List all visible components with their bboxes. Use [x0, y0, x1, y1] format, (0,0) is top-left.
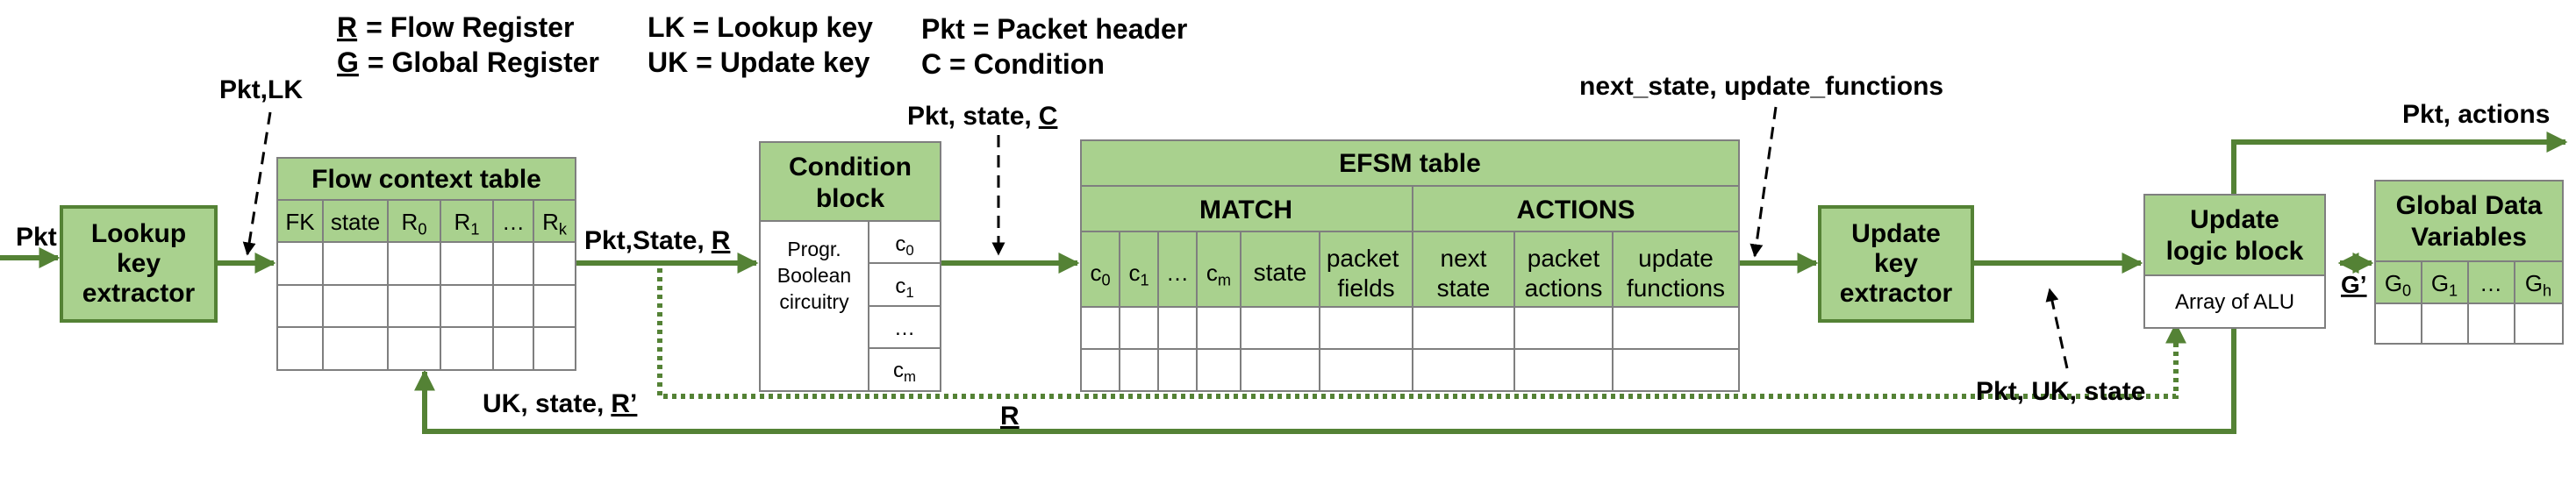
- flow-col-r0: R0: [402, 209, 427, 238]
- global-title1: Global Data: [2396, 191, 2543, 220]
- efsm-col-c0: c0: [1090, 260, 1110, 288]
- condition-cell-c0: c0: [895, 232, 913, 259]
- legend-r-text: = Flow Register: [366, 11, 574, 43]
- callout-pkt-lk: [242, 111, 272, 256]
- update-key-line1: Update: [1851, 219, 1941, 248]
- label-pkt-state-c: Pkt, state,: [907, 102, 1032, 131]
- condition-body2: Boolean: [777, 264, 851, 287]
- label-pkt-in: Pkt: [16, 223, 57, 252]
- condition-title2: block: [816, 184, 885, 213]
- condition-body3: circuitry: [779, 290, 849, 313]
- callouts: [242, 106, 2069, 369]
- legend-g-text: = Global Register: [368, 46, 599, 78]
- flow-context-table: Flow context table FK state R0 R1 … Rk: [276, 157, 576, 371]
- legend-c: C = Condition: [921, 48, 1105, 80]
- global-col-g1: G1: [2431, 270, 2458, 299]
- callout-next-state: [1750, 106, 1778, 258]
- condition-body1: Progr.: [787, 238, 841, 260]
- dotted-r-line: [657, 268, 2186, 399]
- flow-col-state: state: [331, 209, 380, 235]
- global-col-g0: G0: [2385, 270, 2411, 299]
- update-key-line2: key: [1874, 249, 1918, 278]
- update-logic-title1: Update: [2190, 205, 2279, 234]
- svg-text:packet fields: packet fields: [1327, 245, 1406, 302]
- lookup-line3: extractor: [82, 279, 196, 308]
- update-key-line3: extractor: [1840, 279, 1953, 308]
- update-key-extractor: Update key extractor: [1818, 205, 1974, 323]
- svg-text:Pkt, state,C: Pkt, state,C: [907, 102, 1057, 131]
- svg-text:UK, state,R’: UK, state,R’: [483, 389, 637, 418]
- label-pkt-state-r-underline: R: [712, 226, 731, 255]
- flow-col-fk: FK: [285, 209, 315, 235]
- label-uk-state-r: UK, state,: [483, 389, 604, 418]
- global-data-variables: Global Data Variables G0 G1 … Gh: [2374, 180, 2564, 345]
- callout-pkt-uk-state: [2045, 288, 2069, 369]
- flow-col-ellipsis: …: [502, 209, 525, 235]
- legend-g-symbol: G: [337, 46, 359, 78]
- efsm-col-ellipsis: …: [1166, 260, 1189, 286]
- arrow-feedback-uk-state: [414, 317, 2236, 434]
- label-pkt-actions: Pkt, actions: [2402, 100, 2550, 129]
- global-col-gh: Gh: [2525, 270, 2551, 299]
- legend-lk: LK = Lookup key: [648, 11, 873, 43]
- label-pkt-state-r: Pkt,State,: [584, 226, 705, 255]
- label-pkt-uk-state: Pkt, UK, state: [1976, 377, 2145, 406]
- efsm-table: EFSM table MATCH ACTIONS c0 c1 … cm stat…: [1080, 139, 1740, 392]
- condition-cell-cm: cm: [893, 359, 916, 385]
- legend: R = Flow Register G = Global Register LK =…: [337, 11, 1187, 80]
- legend-pkt: Pkt = Packet header: [921, 13, 1187, 45]
- label-pkt-state-c-underline: C: [1039, 102, 1058, 131]
- label-r-bottom: R: [1000, 402, 1020, 431]
- efsm-actions: ACTIONS: [1517, 196, 1635, 224]
- efsm-col-state: state: [1254, 259, 1307, 286]
- condition-cell-ellipsis: …: [894, 317, 915, 340]
- svg-text:G= Global Register: G = Global Register: [337, 46, 599, 78]
- global-title2: Variables: [2411, 223, 2527, 252]
- condition-cell-c1: c1: [895, 274, 913, 301]
- lookup-key-extractor: Lookup key extractor: [60, 205, 218, 323]
- global-col-ellipsis: …: [2479, 270, 2502, 296]
- flow-arrows: [0, 132, 2568, 434]
- svg-text:Pkt,State,R: Pkt,State,R: [584, 226, 731, 255]
- label-pkt-lk: Pkt,LK: [219, 75, 303, 104]
- legend-uk: UK = Update key: [648, 46, 870, 78]
- label-uk-state-r-prime: R’: [611, 389, 637, 418]
- update-logic-body: Array of ALU: [2175, 290, 2294, 314]
- condition-title1: Condition: [789, 153, 912, 182]
- update-logic-title2: logic block: [2166, 237, 2304, 266]
- efsm-col-cm: cm: [1206, 260, 1231, 288]
- lookup-line1: Lookup: [91, 219, 186, 248]
- legend-r-symbol: R: [337, 11, 357, 43]
- efsm-col-c1: c1: [1128, 260, 1148, 288]
- efsm-title: EFSM table: [1339, 149, 1481, 178]
- flow-col-r1: R1: [454, 209, 480, 238]
- lookup-line2: key: [117, 249, 161, 278]
- flow-table-title: Flow context table: [311, 165, 541, 194]
- arrow-pkt-actions-out: [2231, 132, 2568, 195]
- flow-col-rk: Rk: [542, 209, 568, 238]
- condition-block: Condition block Progr. Boolean circuitry…: [759, 141, 941, 392]
- label-next-state-update: next_state, update_functions: [1579, 72, 1943, 101]
- efsm-col-packet-fields: packet: [1327, 245, 1399, 272]
- update-logic-block: Update logic block Array of ALU: [2143, 194, 2326, 329]
- svg-text:R= Flow Register: R = Flow Register: [337, 11, 575, 43]
- efsm-match: MATCH: [1199, 196, 1292, 224]
- label-g-prime: G’: [2341, 271, 2367, 298]
